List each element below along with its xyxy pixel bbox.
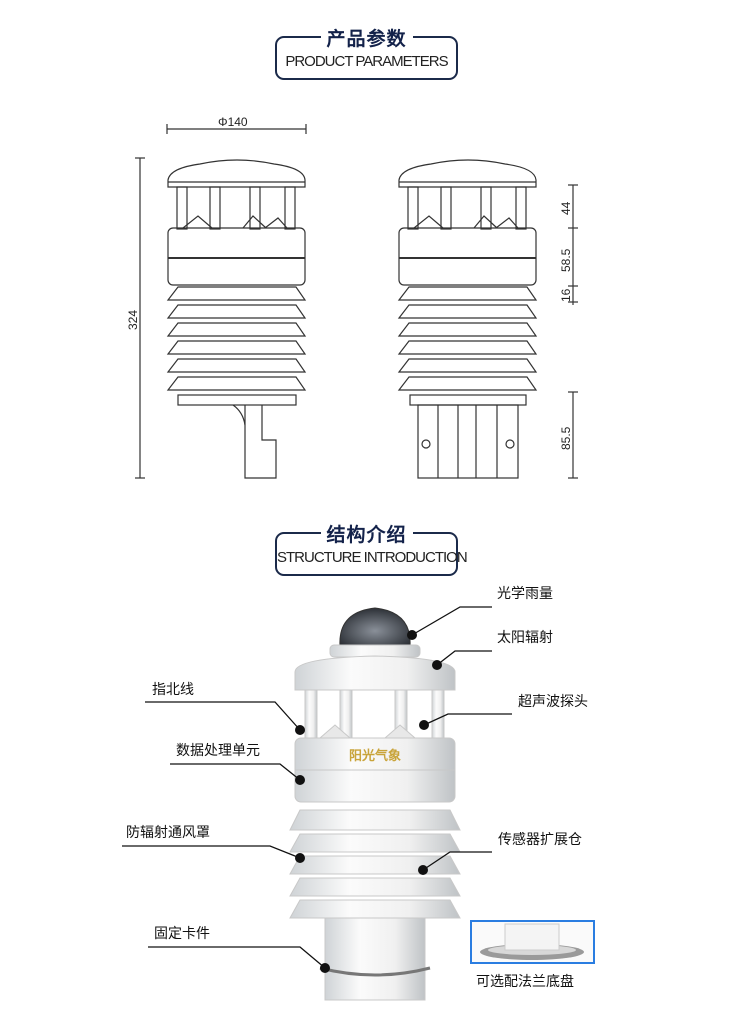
leader-dots xyxy=(295,630,442,973)
side-view-drawing xyxy=(166,159,307,479)
label-data-unit: 数据处理单元 xyxy=(176,743,260,759)
dim-85-5: 85.5 xyxy=(559,426,573,450)
dim-16: 16 xyxy=(559,288,573,302)
section-title-cn: 结构介绍 xyxy=(320,520,413,547)
dim-44: 44 xyxy=(559,201,573,215)
product-photo xyxy=(289,607,461,1001)
leader-lines xyxy=(122,606,512,969)
diameter-label: Φ140 xyxy=(218,115,248,129)
label-flange-option: 可选配法兰底盘 xyxy=(476,974,574,990)
section-header-product-parameters: 产品参数 PRODUCT PARAMETERS xyxy=(275,24,458,80)
section-header-structure: 结构介绍 STRUCTURE INTRODUCTION xyxy=(275,520,468,576)
right-dimensions xyxy=(568,184,578,479)
section-title-cn: 产品参数 xyxy=(320,24,413,51)
front-view-drawing xyxy=(397,159,538,479)
flange-inset-image xyxy=(470,920,595,964)
label-solar-radiation: 太阳辐射 xyxy=(497,630,553,646)
label-radiation-shield: 防辐射通风罩 xyxy=(126,825,210,841)
section-title-en: STRUCTURE INTRODUCTION xyxy=(277,549,468,566)
diameter-dimension xyxy=(166,124,307,134)
label-sensor-bay: 传感器扩展仓 xyxy=(498,832,582,848)
label-clamp: 固定卡件 xyxy=(154,926,210,942)
label-north-line: 指北线 xyxy=(152,682,194,698)
section-title-en: PRODUCT PARAMETERS xyxy=(285,53,448,70)
product-logo: 阳光气象 xyxy=(349,748,401,764)
label-ultrasonic-probe: 超声波探头 xyxy=(518,694,588,710)
height-dimension xyxy=(135,157,145,479)
dim-58-5: 58.5 xyxy=(559,248,573,272)
height-label: 324 xyxy=(126,310,140,330)
label-optical-rain: 光学雨量 xyxy=(497,586,553,602)
